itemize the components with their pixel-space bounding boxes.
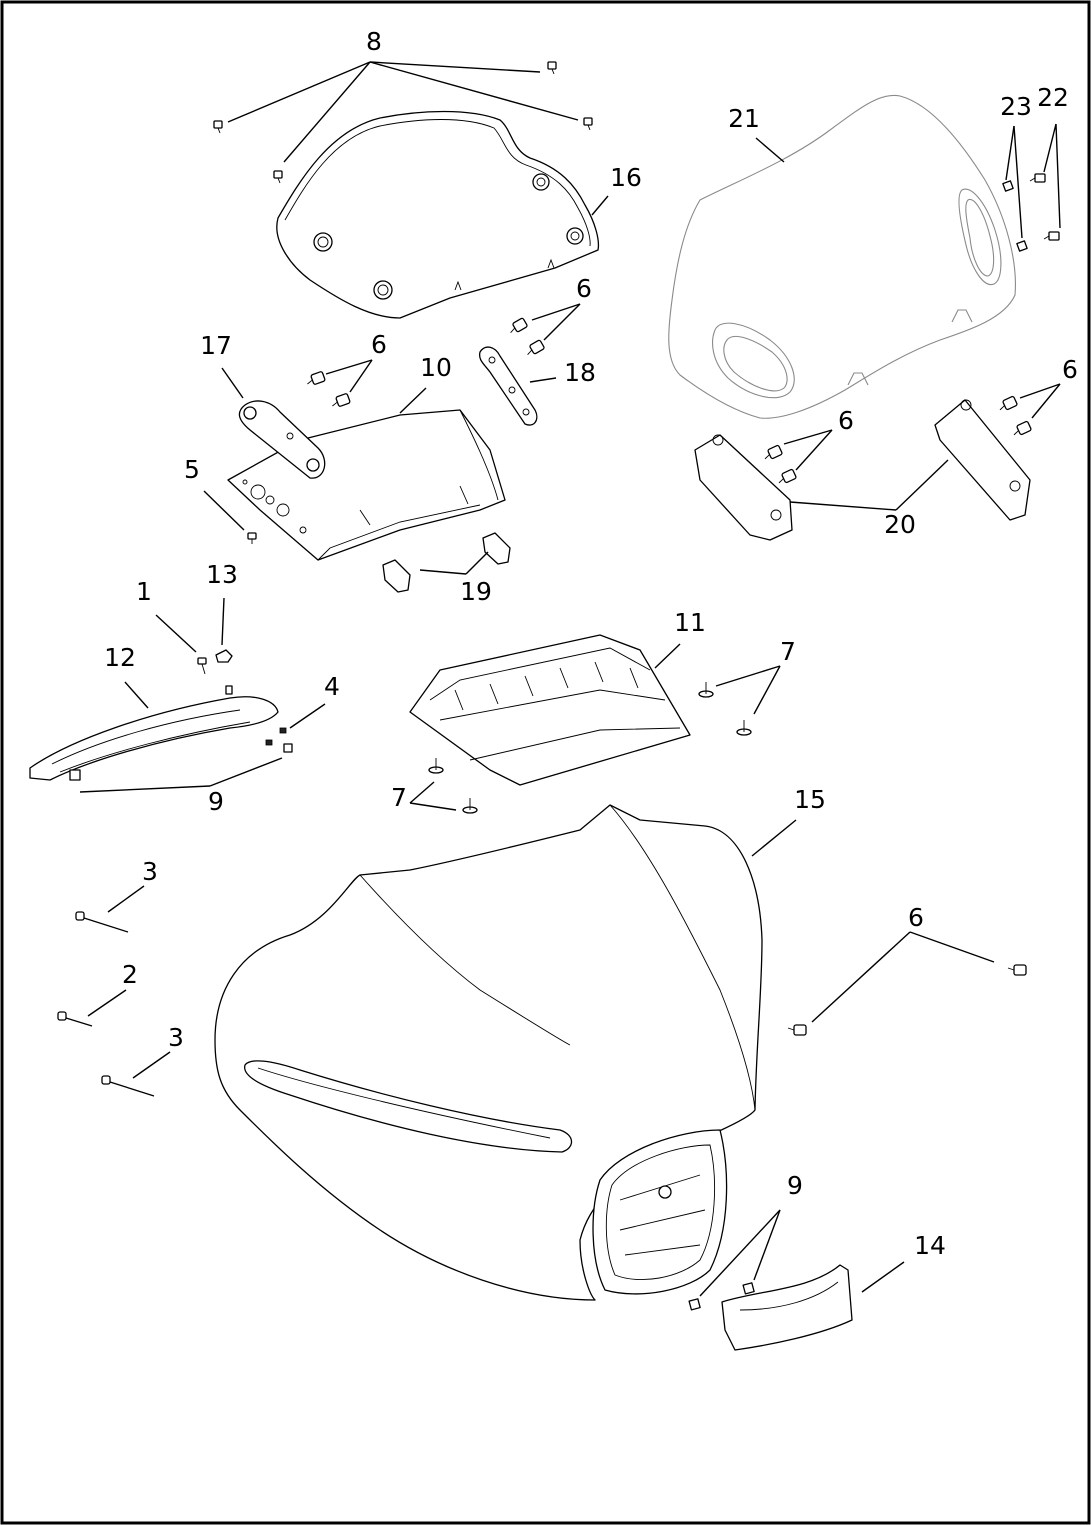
part-7-fasteners xyxy=(428,682,752,814)
callout-13: 13 xyxy=(206,560,238,589)
part-23-nuts xyxy=(1002,180,1028,252)
callout-22: 22 xyxy=(1037,83,1069,112)
part-6-screws-upper-right xyxy=(510,317,545,356)
part-12-trim-strip xyxy=(29,685,279,781)
part-14-lower-trim xyxy=(721,1264,853,1351)
part-22-screws xyxy=(1029,173,1060,241)
callout-3: 3 xyxy=(168,1023,184,1052)
callout-1: 1 xyxy=(136,577,152,606)
callout-14: 14 xyxy=(914,1231,946,1260)
callout-6: 6 xyxy=(1062,355,1078,384)
callout-10: 10 xyxy=(420,353,452,382)
part-4-screws xyxy=(265,727,287,746)
part-16-windshield-plate xyxy=(276,110,600,319)
callout-6: 6 xyxy=(838,406,854,435)
callout-16: 16 xyxy=(610,163,642,192)
part-20-brackets xyxy=(694,399,1031,541)
callout-15: 15 xyxy=(794,785,826,814)
callout-9: 9 xyxy=(208,787,224,816)
leader-lines xyxy=(79,61,1061,1297)
callout-5: 5 xyxy=(184,455,200,484)
callout-18: 18 xyxy=(564,358,596,387)
callout-2: 2 xyxy=(122,960,138,989)
part-3-bolt-upper xyxy=(75,911,129,933)
part-6-screws-right xyxy=(764,395,1032,484)
callout-21: 21 xyxy=(728,104,760,133)
part-6-screws-fairing xyxy=(787,964,1027,1036)
part-11-vent-duct xyxy=(409,634,691,786)
callout-23: 23 xyxy=(1000,92,1032,121)
part-19-clips xyxy=(382,532,511,593)
part-6-screws-upper-left xyxy=(307,371,351,407)
callout-8: 8 xyxy=(366,27,382,56)
callout-11: 11 xyxy=(674,608,706,637)
callout-12: 12 xyxy=(104,643,136,672)
part-15-outer-fairing xyxy=(214,804,763,1301)
part-1-screw xyxy=(197,657,207,675)
part-18-bracket xyxy=(478,346,538,426)
callout-20: 20 xyxy=(884,510,916,539)
part-2-bolt xyxy=(57,1011,93,1027)
part-9-clips-upper xyxy=(283,743,293,753)
callout-4: 4 xyxy=(324,672,340,701)
part-13-clip xyxy=(215,649,233,663)
part-5-screw xyxy=(247,532,257,544)
callout-7: 7 xyxy=(780,637,796,666)
callout-7: 7 xyxy=(391,783,407,812)
callout-3: 3 xyxy=(142,857,158,886)
part-9-clips-lower xyxy=(688,1282,755,1311)
callout-9: 9 xyxy=(787,1171,803,1200)
callout-6: 6 xyxy=(908,903,924,932)
part-17-bracket xyxy=(238,400,326,479)
part-8-screws xyxy=(213,61,593,184)
callout-17: 17 xyxy=(200,331,232,360)
part-3-bolt-lower xyxy=(101,1075,155,1097)
part-21-windshield xyxy=(668,94,1016,419)
callout-19: 19 xyxy=(460,577,492,606)
callout-6: 6 xyxy=(576,274,592,303)
callout-labels: 8 16 21 23 22 6 17 6 10 18 5 6 6 20 19 1… xyxy=(104,27,1078,1260)
callout-6: 6 xyxy=(371,330,387,359)
